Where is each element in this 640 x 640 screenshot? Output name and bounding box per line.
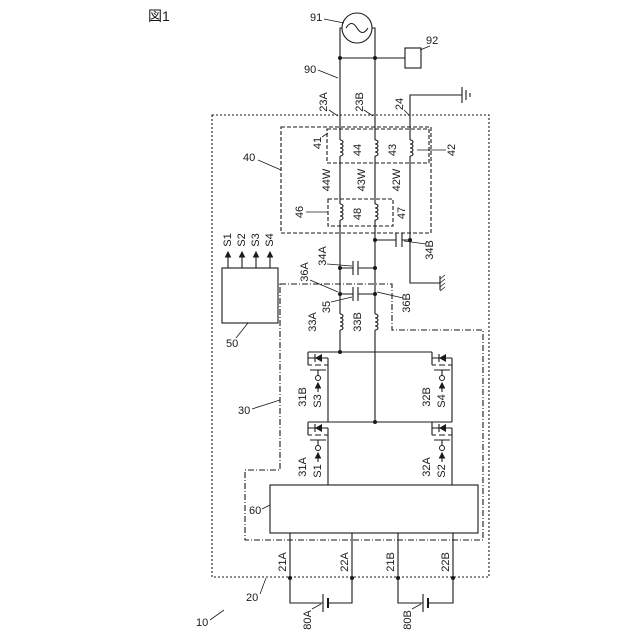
label-41: 41: [312, 137, 324, 149]
coil-33A: [340, 314, 343, 330]
leader-34B: [404, 241, 426, 244]
leader-30: [252, 400, 280, 409]
figure-title: 図1: [148, 8, 170, 24]
leader-24: [404, 110, 409, 115]
label-43: 43: [387, 144, 399, 156]
capacitor-34B: [375, 233, 410, 247]
switch-32B: [432, 352, 452, 422]
leader-36B: [377, 292, 403, 298]
label-40: 40: [243, 152, 255, 164]
leader-50: [236, 323, 248, 338]
label-91: 91: [310, 12, 322, 24]
controller-box-60: [270, 485, 478, 533]
label-50: 50: [226, 338, 238, 350]
leader-91: [324, 19, 344, 23]
label-24: 24: [394, 98, 406, 110]
leader-20: [260, 578, 266, 594]
label-21B: 21B: [385, 552, 397, 572]
leader-36A: [310, 280, 338, 292]
label-90: 90: [304, 64, 316, 76]
label-20: 20: [246, 592, 258, 604]
label-34A: 34A: [317, 246, 329, 266]
leader-80A: [312, 604, 321, 609]
label-42W: 42W: [391, 168, 403, 191]
label-36B: 36B: [401, 293, 413, 313]
leader-10: [210, 610, 224, 620]
inverter-box-30: [245, 284, 483, 540]
wire-24: [410, 95, 462, 283]
label-35: 35: [321, 301, 333, 313]
label-43W: 43W: [356, 168, 368, 191]
label-33B: 33B: [352, 312, 364, 332]
label-33A: 33A: [307, 312, 319, 332]
label-21A: 21A: [277, 552, 289, 572]
signal-label-s3: S3: [250, 233, 262, 246]
chassis-ground-icon: [440, 275, 445, 291]
coil-43: [375, 140, 378, 156]
wire-21B: [398, 533, 423, 603]
coil-44: [340, 140, 343, 156]
battery-icon-80B: [423, 594, 428, 612]
label-32A: 32A: [421, 457, 433, 477]
ground-icon: [462, 87, 470, 103]
signal-label-31B: S3: [312, 394, 324, 407]
label-36A: 36A: [299, 262, 311, 282]
label-44W: 44W: [321, 168, 333, 191]
switch-31B: [308, 352, 328, 422]
battery-icon-80A: [323, 594, 328, 612]
label-47: 47: [396, 207, 408, 219]
wire-23B: [372, 28, 375, 422]
signal-generator-box-50: [222, 268, 278, 323]
signal-label-32A: S2: [436, 464, 448, 477]
label-22A: 22A: [339, 552, 351, 572]
label-46: 46: [294, 206, 306, 218]
leader-35: [331, 297, 352, 302]
leader-80B: [412, 604, 421, 609]
label-22B: 22B: [440, 552, 452, 572]
coil-47: [375, 204, 378, 220]
coil-42: [410, 140, 413, 156]
leader-90: [318, 70, 338, 78]
wire-21A: [290, 533, 323, 603]
signal-label-s1: S1: [222, 233, 234, 246]
label-30: 30: [238, 405, 250, 417]
signal-label-31A: S1: [312, 464, 324, 477]
device-box-92: [405, 48, 421, 68]
label-10: 10: [196, 617, 208, 629]
label-23A: 23A: [318, 92, 330, 112]
label-92: 92: [426, 35, 438, 47]
label-80B: 80B: [402, 610, 414, 630]
coil-33B: [375, 314, 378, 330]
ac-source-91: [342, 13, 372, 43]
signal-label-s4: S4: [264, 233, 276, 246]
coil-48: [340, 204, 343, 220]
label-23B: 23B: [354, 92, 366, 112]
label-60: 60: [249, 505, 261, 517]
label-48: 48: [352, 208, 364, 220]
signal-label-32B: S4: [436, 394, 448, 407]
label-80A: 80A: [302, 610, 314, 630]
wire-23A: [340, 28, 342, 352]
label-32B: 32B: [421, 387, 433, 407]
capacitor-34A: [340, 261, 375, 275]
label-44: 44: [352, 144, 364, 156]
leader-40: [258, 160, 281, 170]
label-31B: 31B: [297, 387, 309, 407]
signal-label-s2: S2: [236, 233, 248, 246]
label-31A: 31A: [297, 457, 309, 477]
label-34B: 34B: [424, 240, 436, 260]
label-42: 42: [446, 144, 458, 156]
leader-60: [262, 505, 270, 509]
